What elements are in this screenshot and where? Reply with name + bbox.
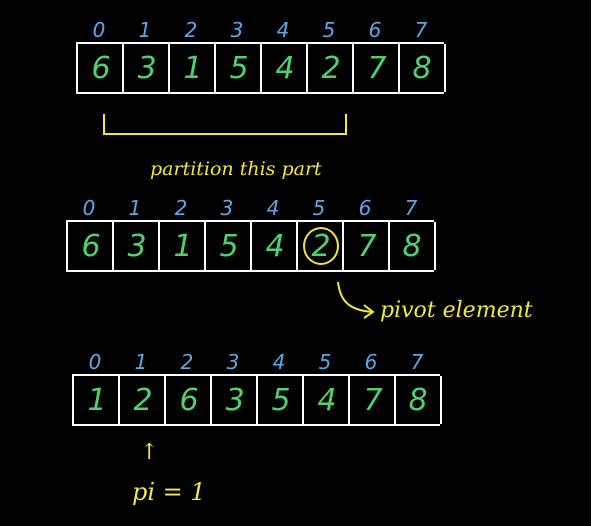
pivot-note: pivot element	[380, 298, 533, 323]
index-label: 5	[318, 350, 332, 374]
index-label: 3	[230, 18, 244, 42]
index-label: 2	[174, 196, 188, 220]
array-cell: 6	[66, 222, 114, 270]
array-cell: 8	[394, 376, 442, 424]
index-label: 5	[312, 196, 326, 220]
array-cell: 3	[112, 222, 160, 270]
index-label: 4	[272, 350, 286, 374]
array-cell: 4	[260, 44, 308, 92]
index-label: 4	[276, 18, 290, 42]
array-cell: 1	[72, 376, 120, 424]
index-label: 3	[226, 350, 240, 374]
array-cell: 2	[296, 222, 344, 270]
index-labels: 0 1 2 3 4 5 6 7	[0, 18, 594, 42]
index-label: 2	[180, 350, 194, 374]
array-cell: 7	[348, 376, 396, 424]
pi-label: pi = 1	[132, 478, 206, 506]
index-label: 3	[220, 196, 234, 220]
array-cell: 4	[250, 222, 298, 270]
array-cell: 4	[302, 376, 350, 424]
array-cell: 1	[158, 222, 206, 270]
index-label: 0	[92, 18, 106, 42]
array-cell: 6	[164, 376, 212, 424]
index-label: 0	[88, 350, 102, 374]
index-label: 6	[358, 196, 372, 220]
index-label: 4	[266, 196, 280, 220]
array-cell: 5	[256, 376, 304, 424]
index-label: 0	[82, 196, 96, 220]
index-labels: 0 1 2 3 4 5 6 7	[0, 196, 594, 220]
array-cell: 5	[204, 222, 252, 270]
pi-arrow: ↑	[140, 440, 159, 465]
index-label: 1	[134, 350, 148, 374]
index-label: 6	[368, 18, 382, 42]
array-cell: 6	[76, 44, 124, 92]
index-label: 5	[322, 18, 336, 42]
index-label: 7	[410, 350, 424, 374]
array-cell: 7	[352, 44, 400, 92]
array-cell: 8	[398, 44, 446, 92]
index-label: 7	[414, 18, 428, 42]
array-cell: 5	[214, 44, 262, 92]
index-label: 1	[138, 18, 152, 42]
array-cell: 2	[118, 376, 166, 424]
index-label: 6	[364, 350, 378, 374]
array-cell: 7	[342, 222, 390, 270]
index-label: 7	[404, 196, 418, 220]
pivot-value: 2	[303, 227, 339, 265]
partition-note: partition this part	[150, 158, 322, 180]
array-cell: 2	[306, 44, 354, 92]
array-cell: 8	[388, 222, 436, 270]
array-cell: 3	[122, 44, 170, 92]
index-label: 2	[184, 18, 198, 42]
index-labels: 0 1 2 3 4 5 6 7	[0, 350, 594, 374]
index-label: 1	[128, 196, 142, 220]
array-cell: 3	[210, 376, 258, 424]
array-cell: 1	[168, 44, 216, 92]
